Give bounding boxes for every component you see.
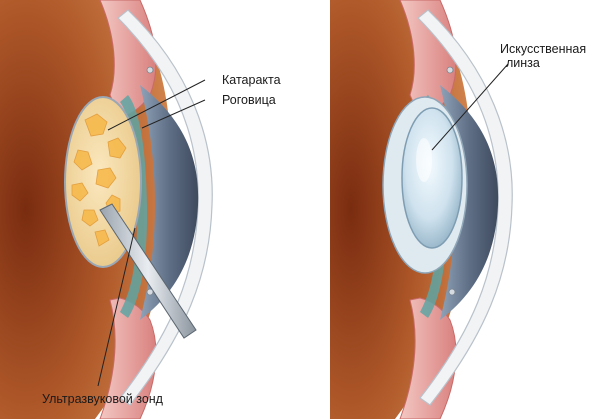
- cornea-leader: [141, 99, 206, 129]
- artificial-lens: [401, 107, 463, 249]
- artificial-lens-label-line1: Искусственная: [500, 42, 587, 56]
- cataract-clumps: [71, 113, 127, 247]
- probe-label: Ультразвуковой зонд: [42, 392, 163, 406]
- cataract-leader: [107, 79, 206, 131]
- cornea-label: Роговица: [222, 93, 276, 107]
- left-eye: [0, 0, 213, 419]
- cataract-label: Катаракта: [222, 73, 281, 87]
- artificial-lens-label-line2: линза: [506, 56, 540, 70]
- artificial-lens-leader: [431, 63, 509, 151]
- left-cornea: [140, 85, 199, 320]
- right-cornea-wall: [417, 9, 513, 406]
- probe-leader: [97, 227, 136, 387]
- right-eye: [330, 0, 513, 419]
- left-cornea-wall: [117, 9, 213, 406]
- ultrasound-probe: [99, 203, 197, 339]
